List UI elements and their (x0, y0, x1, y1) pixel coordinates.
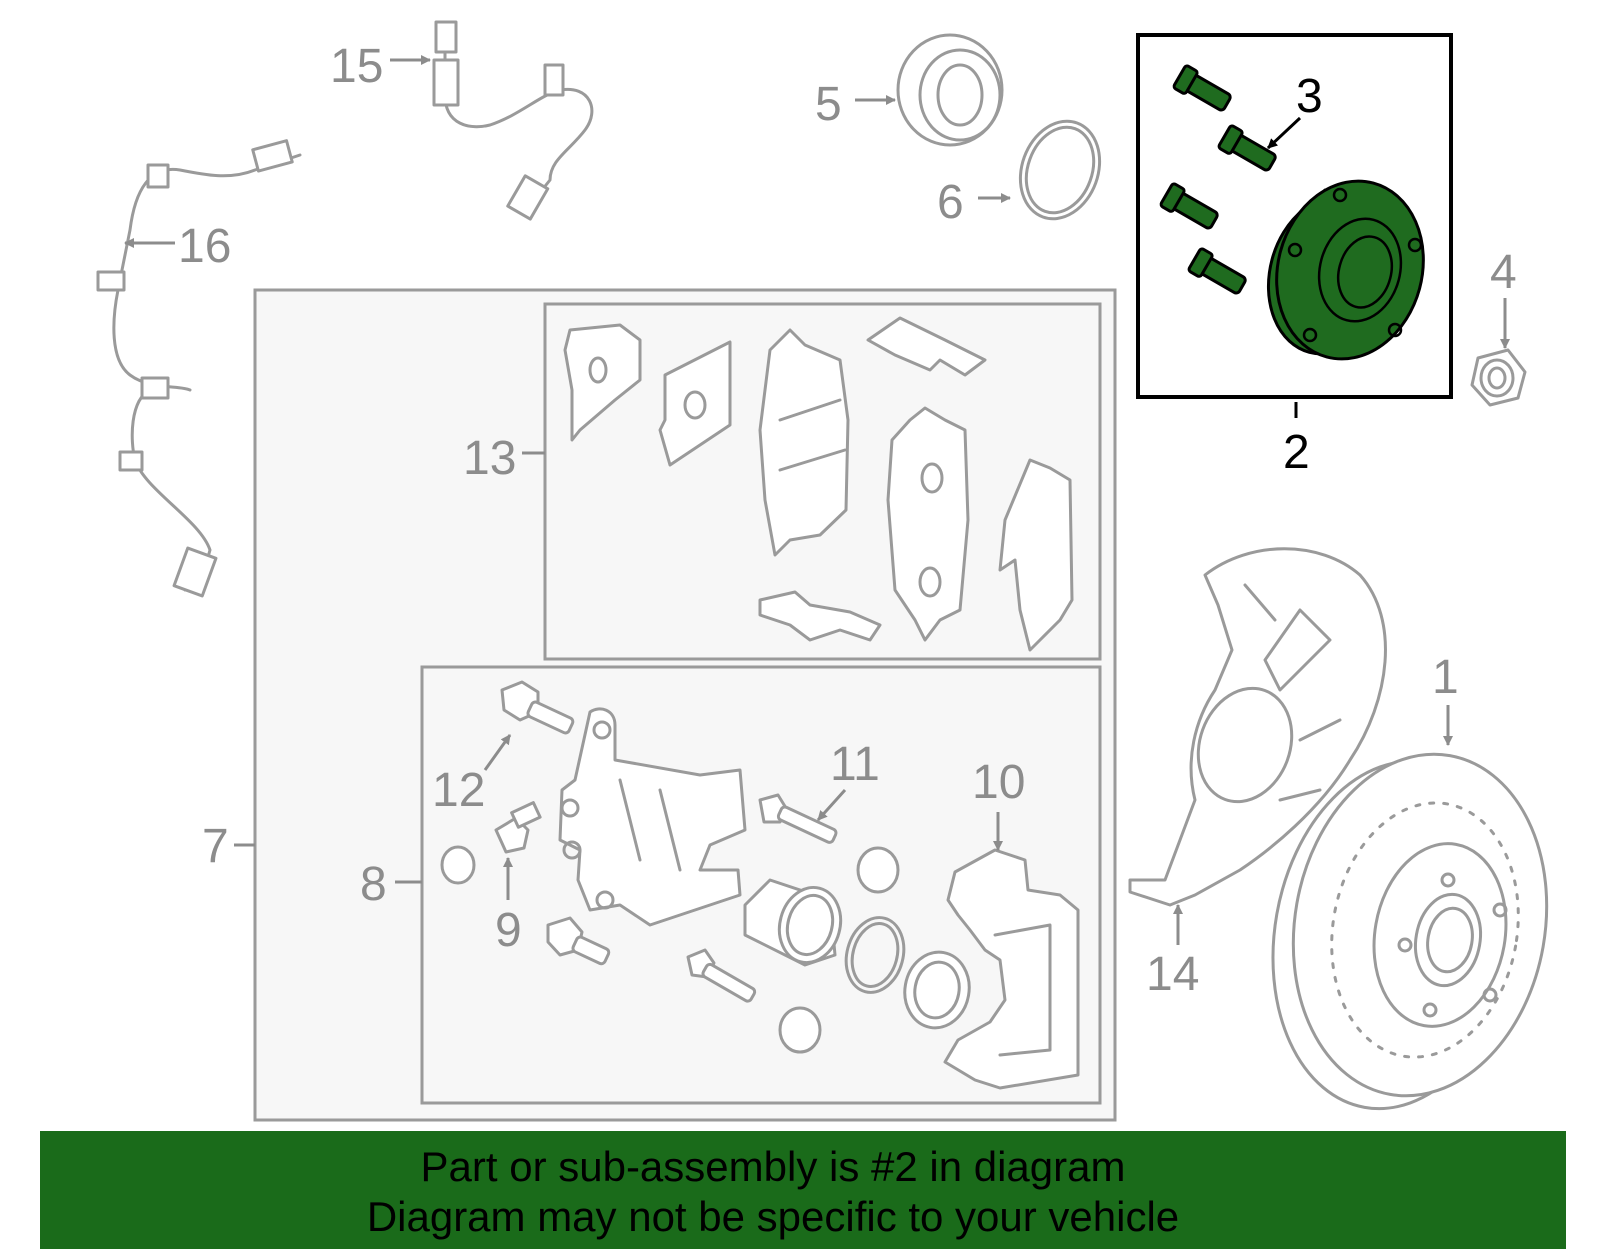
callout-9: 9 (495, 904, 522, 957)
notice-banner: Part or sub-assembly is #2 in diagram Di… (40, 1131, 1566, 1249)
callout-12: 12 (432, 764, 485, 817)
part-bolt-lower (546, 916, 611, 966)
part-16-abs-sensor (96, 139, 302, 598)
callout-5: 5 (815, 78, 842, 131)
part-12-bolt (500, 680, 575, 735)
callout-15: 15 (330, 40, 383, 93)
part-5-wheel-bearing (896, 33, 1004, 147)
part-3-wheel-studs (1159, 64, 1277, 295)
part-10-caliper-bracket (943, 848, 1080, 1090)
callout-11: 11 (830, 738, 880, 791)
callout-10: 10 (972, 756, 1025, 809)
part-9-bleeder-screw (440, 801, 542, 885)
callout-8: 8 (360, 858, 387, 911)
part-dust-boot (903, 950, 971, 1030)
part-13-brake-pads-kit (563, 316, 1074, 652)
part-piston-seal (844, 916, 906, 994)
part-1-brake-rotor (1271, 752, 1549, 1111)
banner-line-disclaimer: Diagram may not be specific to your vehi… (366, 1193, 1180, 1240)
callout-2: 2 (1283, 426, 1310, 479)
part-2-wheel-hub (1266, 179, 1425, 361)
part-caliper-piston (743, 878, 843, 967)
part-14-dust-shield (1128, 547, 1387, 907)
callout-1: 1 (1432, 651, 1459, 704)
part-15-brake-hose (432, 20, 594, 221)
part-11-guide-pin (686, 793, 900, 1054)
banner-line-part-number: Part or sub-assembly is #2 in diagram (420, 1143, 1126, 1190)
callout-3: 3 (1296, 70, 1323, 123)
callout-13: 13 (463, 432, 516, 485)
callout-4: 4 (1490, 246, 1517, 299)
part-6-snap-ring (1018, 119, 1102, 221)
callout-16: 16 (178, 220, 231, 273)
callout-7: 7 (202, 820, 229, 873)
callout-14: 14 (1146, 948, 1199, 1001)
part-4-hub-nut (1470, 348, 1527, 407)
callout-6: 6 (937, 176, 964, 229)
part-8-caliper-body (558, 707, 747, 927)
